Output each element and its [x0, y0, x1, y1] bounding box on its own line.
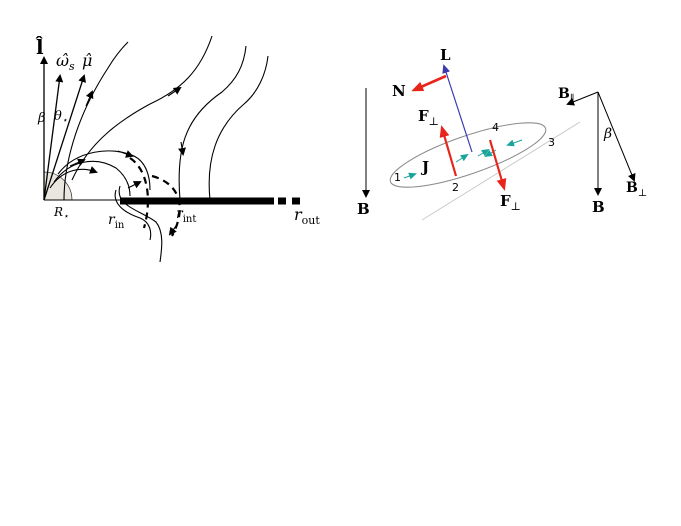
field-loop-small [49, 166, 98, 189]
torque-label: N [392, 82, 406, 100]
open-field-line-1-arrow [85, 90, 94, 107]
r-out-label: rout [294, 205, 320, 227]
mu-label: μ̂ [82, 51, 92, 70]
angular-momentum-label: L [440, 46, 451, 64]
current-arrow-4 [506, 139, 523, 147]
right-panel-ring-torque: B L N F⊥ F⊥ J 1 2 3 4 B B∥ B [357, 46, 647, 221]
force-down-label: F⊥ [500, 192, 521, 213]
field-loop-below-2-arrow [127, 181, 142, 189]
r-int-label: rint [176, 206, 196, 225]
mu-axis [43, 74, 86, 201]
field-loop-below-2 [118, 185, 163, 263]
field-right-label: B [592, 198, 605, 216]
field-parallel-arrow [566, 91, 599, 106]
disk-field-line-2 [208, 55, 269, 201]
field-perp-label: B⊥ [626, 180, 647, 199]
torque-arrow [411, 74, 447, 92]
left-panel-field-geometry: l̂ ω̂s μ̂ β θ⋆ R⋆ rin rint rout [35, 35, 320, 263]
point-4: 4 [492, 121, 499, 134]
ring-plane-guide [421, 121, 581, 221]
omega-s-axis [43, 74, 64, 201]
open-field-line-2 [71, 35, 213, 181]
disk-field-line-1 [178, 45, 247, 201]
force-arrow-down [488, 139, 507, 191]
omega-s-label: ω̂s [56, 51, 75, 73]
current-arrow-2 [455, 153, 469, 163]
point-3: 3 [548, 136, 555, 149]
angular-momentum-arrow [442, 64, 473, 153]
separatrix-inner [129, 157, 150, 229]
field-loop-outer [57, 150, 151, 191]
r-in-label: rin [108, 212, 125, 231]
l-hat-label: l̂ [35, 35, 44, 59]
force-up-label: F⊥ [418, 107, 439, 128]
field-loop-below-1 [114, 189, 152, 241]
current-ring [389, 122, 547, 188]
field-loop-outer-arrow [117, 150, 134, 158]
field-left-label: B [357, 200, 370, 218]
open-field-line-1 [63, 41, 129, 201]
field-perp-arrow [597, 91, 636, 182]
beta-right-label: β [603, 126, 612, 142]
point-1: 1 [394, 171, 401, 184]
force-arrow-up [439, 125, 458, 177]
theta-star-label: θ⋆ [54, 109, 68, 126]
current-arrow-3 [477, 148, 490, 157]
separatrix-tick [168, 225, 177, 236]
field-parallel-label: B∥ [558, 86, 574, 105]
field-loop-mid-arrow [69, 158, 86, 167]
current-label: J [420, 158, 429, 176]
field-loop-mid [53, 160, 131, 197]
disk-field-line-1-arrow [178, 141, 186, 156]
beta-angle-label: β [37, 111, 46, 126]
r-star-label: R⋆ [53, 205, 69, 222]
open-field-line-2-arrow [167, 86, 182, 97]
point-2: 2 [452, 181, 459, 194]
current-arrow-1 [403, 172, 417, 180]
